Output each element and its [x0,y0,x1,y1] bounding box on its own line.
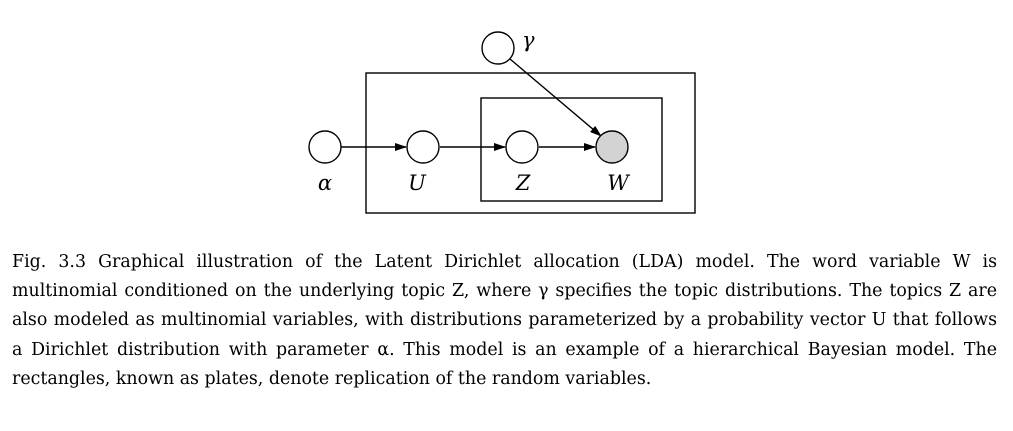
plate-inner [480,97,663,202]
label-alpha: α [318,171,332,195]
edge-gamma-to-w [509,58,602,137]
caption-line-4: parameterized by a probability vector U … [12,310,998,360]
label-z: Z [515,171,531,195]
caption-line-5: α. This model is an example of a hierarc… [12,339,998,389]
caption-line-6: plates, denote replication of the random… [204,368,652,389]
node-z [505,130,539,164]
node-alpha [308,130,342,164]
label-w: W [607,171,631,195]
node-u [406,130,440,164]
label-u: U [408,171,427,195]
caption-line-3: distributions. The topics Z are also mod… [12,281,998,331]
caption-prefix: Fig. 3.3 [12,252,87,272]
caption-line-2: variable W is multinomial conditioned on… [12,252,998,302]
lda-graphical-model: γ α U Z W [308,28,696,214]
figure-caption: Fig. 3.3 Graphical illustration of the L… [12,248,997,394]
label-gamma: γ [522,28,535,52]
caption-line-1: Graphical illustration of the Latent Dir… [98,252,857,272]
node-gamma [481,31,515,65]
node-w [595,130,629,164]
plate-outer [365,72,696,214]
